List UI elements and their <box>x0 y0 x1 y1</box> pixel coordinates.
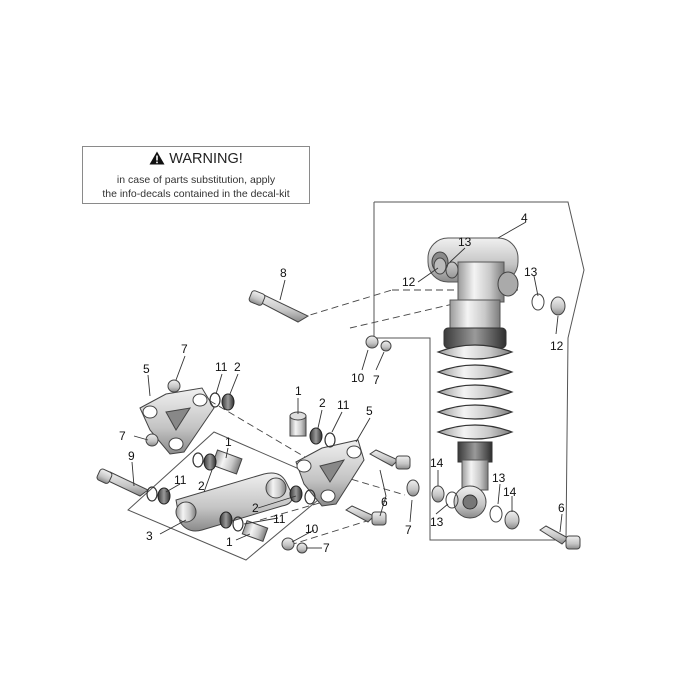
warning-title-row: WARNING! <box>83 151 309 169</box>
callout-11: 11 <box>273 512 286 526</box>
callout-12: 12 <box>550 339 564 353</box>
callout-7: 7 <box>405 523 412 537</box>
linkage-arm <box>175 472 293 532</box>
callout-8: 8 <box>280 266 287 280</box>
callout-labels: 4 13 12 13 12 8 10 7 5 7 11 2 1 2 11 5 7… <box>119 211 565 555</box>
callout-13: 13 <box>492 471 506 485</box>
leader-lines <box>131 221 563 549</box>
callout-2: 2 <box>198 479 205 493</box>
callout-1: 1 <box>225 435 232 449</box>
warning-title: WARNING! <box>169 151 243 167</box>
callout-5: 5 <box>143 362 150 376</box>
shock-small-parts <box>406 257 566 530</box>
needle-bearings <box>157 393 323 529</box>
callout-10: 10 <box>351 371 365 385</box>
shock-absorber <box>427 237 519 519</box>
callout-7: 7 <box>373 373 380 387</box>
warning-line-1: in case of parts substitution, apply <box>116 174 276 186</box>
callout-5: 5 <box>366 404 373 418</box>
callout-2: 2 <box>234 360 241 374</box>
callout-14: 14 <box>503 485 517 499</box>
bolts <box>96 290 581 550</box>
callout-4: 4 <box>521 211 528 225</box>
callout-13: 13 <box>430 515 444 529</box>
callout-13: 13 <box>524 265 538 279</box>
warning-line-2: the info-decals contained in the decal-k… <box>102 188 290 200</box>
o-rings <box>146 392 336 532</box>
callout-2: 2 <box>319 396 326 410</box>
callout-1: 1 <box>295 384 302 398</box>
callout-11: 11 <box>215 360 228 374</box>
callout-7: 7 <box>119 429 126 443</box>
callout-12: 12 <box>402 275 416 289</box>
callout-3: 3 <box>146 529 153 543</box>
callout-6: 6 <box>558 501 565 515</box>
callout-11: 11 <box>174 473 187 487</box>
callout-13: 13 <box>458 235 472 249</box>
callout-10: 10 <box>305 522 319 536</box>
spacers <box>211 411 307 542</box>
callout-7: 7 <box>323 541 330 555</box>
warning-box: WARNING! in case of parts substitution, … <box>82 146 310 204</box>
callout-14: 14 <box>430 456 444 470</box>
callout-7: 7 <box>181 342 188 356</box>
callout-6: 6 <box>381 495 388 509</box>
callout-11: 11 <box>337 398 350 412</box>
callout-1: 1 <box>226 535 233 549</box>
rocker-plate-right <box>295 439 365 507</box>
nuts-washers <box>145 335 392 554</box>
warning-triangle-icon <box>149 151 165 169</box>
callout-2: 2 <box>252 501 259 515</box>
callout-9: 9 <box>128 449 135 463</box>
